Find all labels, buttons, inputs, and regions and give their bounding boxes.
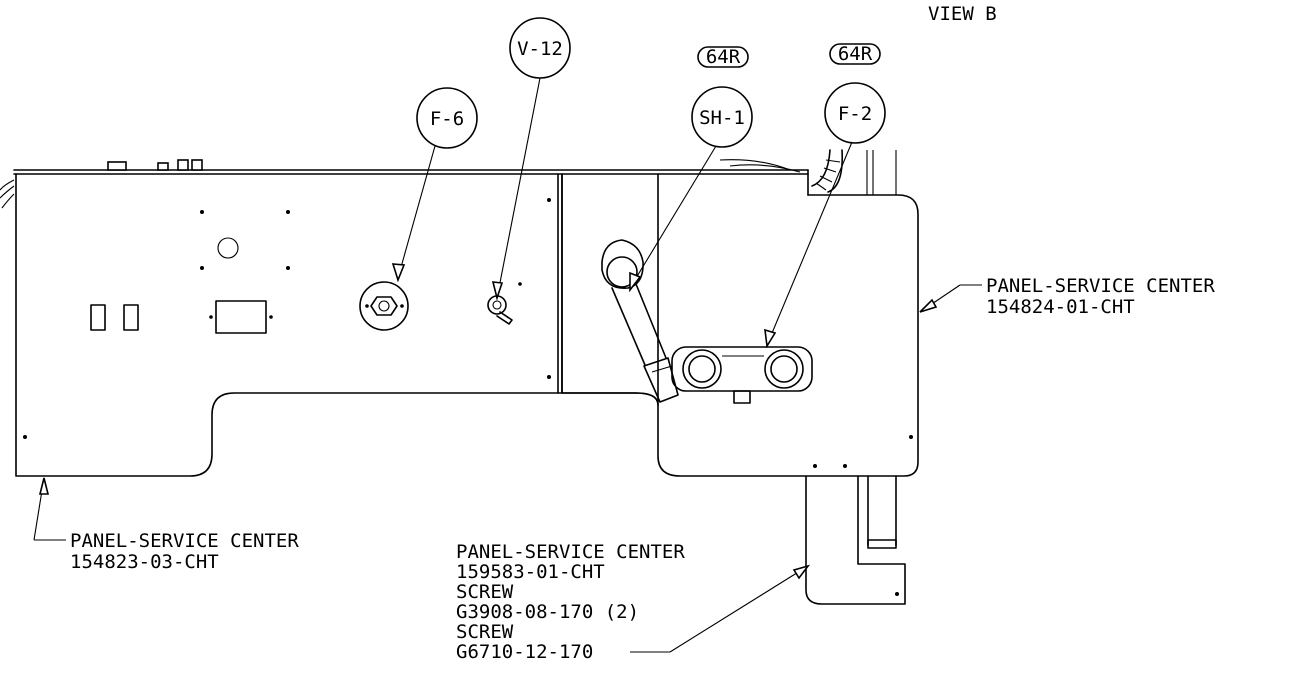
screw-2-part: G6710-12-170 xyxy=(456,641,593,663)
label-panel-left: PANEL-SERVICE CENTER 154823-03-CHT xyxy=(33,477,299,573)
panel-left-name: PANEL-SERVICE CENTER xyxy=(70,530,299,552)
callout-f6: F-6 xyxy=(391,87,478,283)
callout-sh1-qty: 64R xyxy=(706,46,741,68)
label-panel-right: PANEL-SERVICE CENTER 154824-01-CHT xyxy=(919,275,1215,318)
label-panel-bottom: PANEL-SERVICE CENTER 159583-01-CHT SCREW… xyxy=(456,541,811,663)
panel-right-name: PANEL-SERVICE CENTER xyxy=(986,275,1215,297)
callout-v12: V-12 xyxy=(491,17,571,301)
screw-2-label: SCREW xyxy=(456,621,514,643)
screw-1-label: SCREW xyxy=(456,581,514,603)
top-edge-strip xyxy=(0,159,809,209)
valve-v12-icon xyxy=(487,282,522,325)
callout-f2: 64R F-2 xyxy=(764,43,886,349)
switch-1-icon xyxy=(90,304,106,331)
right-panel xyxy=(548,149,919,477)
screw-1-part: G3908-08-170 (2) xyxy=(456,601,639,623)
callout-v12-label: V-12 xyxy=(517,38,563,60)
callout-f2-qty: 64R xyxy=(838,43,873,65)
bottom-bracket xyxy=(805,475,906,605)
panel-bottom-name: PANEL-SERVICE CENTER xyxy=(456,541,685,563)
handle-sh1-icon xyxy=(601,239,679,403)
callout-sh1-label: SH-1 xyxy=(699,107,745,129)
switch-2-icon xyxy=(123,304,139,331)
display-window-icon xyxy=(215,300,267,334)
view-title: VIEW B xyxy=(928,3,997,25)
panel-bottom-part: 159583-01-CHT xyxy=(456,561,605,583)
panel-left-part: 154823-03-CHT xyxy=(70,551,219,573)
callout-sh1: 64R SH-1 xyxy=(629,46,753,293)
callout-f6-label: F-6 xyxy=(430,108,464,130)
fitting-f6-icon xyxy=(359,281,409,331)
panel-right-part: 154824-01-CHT xyxy=(986,296,1135,318)
callout-f2-label: F-2 xyxy=(838,103,872,125)
fitting-f2-icon xyxy=(671,346,813,404)
